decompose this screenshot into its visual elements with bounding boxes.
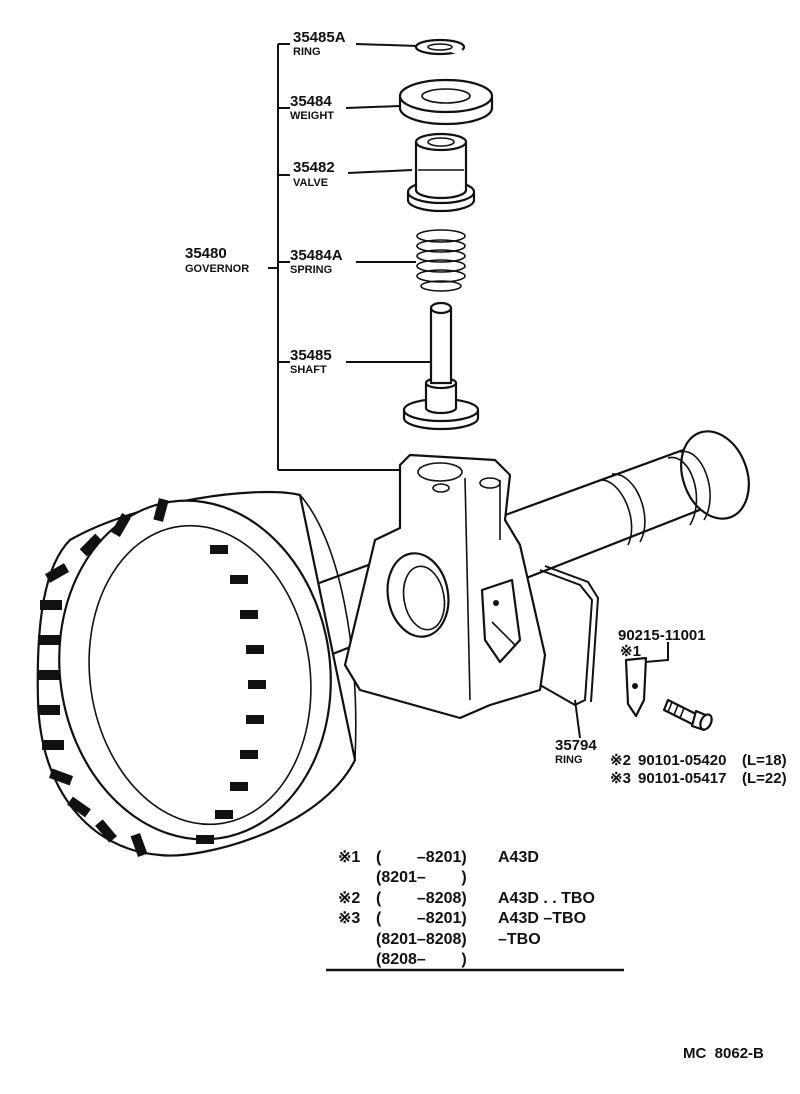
row-range: (8201–8208): [376, 931, 467, 948]
row-range: ( –8208): [376, 890, 467, 907]
part-number: 35485: [290, 347, 332, 364]
part-label-weight: 35484 WEIGHT: [290, 93, 334, 122]
part-label-ring-35485a: 35485A RING: [293, 29, 346, 58]
table-row: ※1 ( –8201) A43D: [338, 849, 539, 866]
part-name: RING: [293, 46, 321, 58]
governor-body: [343, 453, 547, 720]
table-row: (8201–8208) –TBO: [376, 931, 541, 948]
part-name: VALVE: [293, 177, 328, 189]
row-model: A43D –TBO: [498, 910, 586, 927]
part-number: 35485A: [293, 29, 346, 46]
part-number: 35794: [555, 737, 597, 754]
bolt-number: 90101-05417: [638, 770, 726, 787]
group-name: GOVERNOR: [185, 263, 249, 275]
part-name: WEIGHT: [290, 110, 334, 122]
bolt-mark: ※2: [610, 752, 631, 769]
bolt-length: (L=22): [742, 770, 787, 787]
row-mark: ※1: [338, 849, 360, 866]
spring-35484a: [416, 229, 466, 292]
part-label-valve: 35482 VALVE: [293, 159, 335, 189]
part-name: SPRING: [290, 264, 332, 276]
part-label-shaft: 35485 SHAFT: [290, 347, 332, 376]
part-name: SHAFT: [290, 364, 327, 376]
figure-code: MC 8062-B: [683, 1045, 764, 1062]
table-row: ※2 ( –8208) A43D . . TBO: [338, 890, 595, 907]
row-mark: ※2: [338, 890, 360, 907]
group-number: 35480: [185, 245, 227, 262]
retainer-note: ※1: [620, 643, 641, 660]
ring-35794: [539, 565, 600, 707]
retainer-number: 90215-11001: [618, 627, 706, 644]
part-name: RING: [555, 754, 583, 766]
bolt-length: (L=18): [742, 752, 787, 769]
table-row: (8208– ): [376, 951, 467, 968]
part-label-spring: 35484A SPRING: [290, 247, 343, 276]
part-number: 35482: [293, 159, 335, 176]
row-range: ( –8201): [376, 910, 467, 927]
part-number: 35484A: [290, 247, 343, 264]
part-number: 35484: [290, 93, 332, 110]
leader-lines: [268, 43, 669, 739]
row-range: ( –8201): [376, 849, 467, 866]
row-model: A43D: [498, 849, 539, 866]
applicability-table: ※1 ( –8201) A43D (8201– ) ※2 ( –8208) A4…: [326, 849, 624, 972]
retainer-plate-90215: [624, 656, 648, 718]
retainer-label: 90215-11001 ※1: [618, 627, 706, 660]
part-label-ring-35794: 35794 RING: [555, 737, 597, 766]
weight-35484: [398, 78, 494, 126]
snap-ring-35485a: [414, 38, 466, 56]
table-row: (8201– ): [376, 869, 467, 886]
group-label: 35480 GOVERNOR: [185, 245, 249, 275]
row-range: (8208– ): [376, 951, 467, 968]
row-mark: ※3: [338, 910, 360, 927]
table-row: ※3 ( –8201) A43D –TBO: [338, 910, 586, 927]
valve-35482: [406, 132, 476, 213]
row-range: (8201– ): [376, 869, 467, 886]
bolt-90101: [662, 698, 713, 732]
bolt-mark: ※3: [610, 770, 631, 787]
parking-gear-drum: [36, 490, 357, 858]
shaft-35485: [402, 301, 480, 431]
bolt-labels: ※2 90101-05420 (L=18) ※3 90101-05417 (L=…: [610, 752, 787, 787]
row-model: –TBO: [498, 931, 541, 948]
row-model: A43D . . TBO: [498, 890, 595, 907]
bolt-number: 90101-05420: [638, 752, 726, 769]
